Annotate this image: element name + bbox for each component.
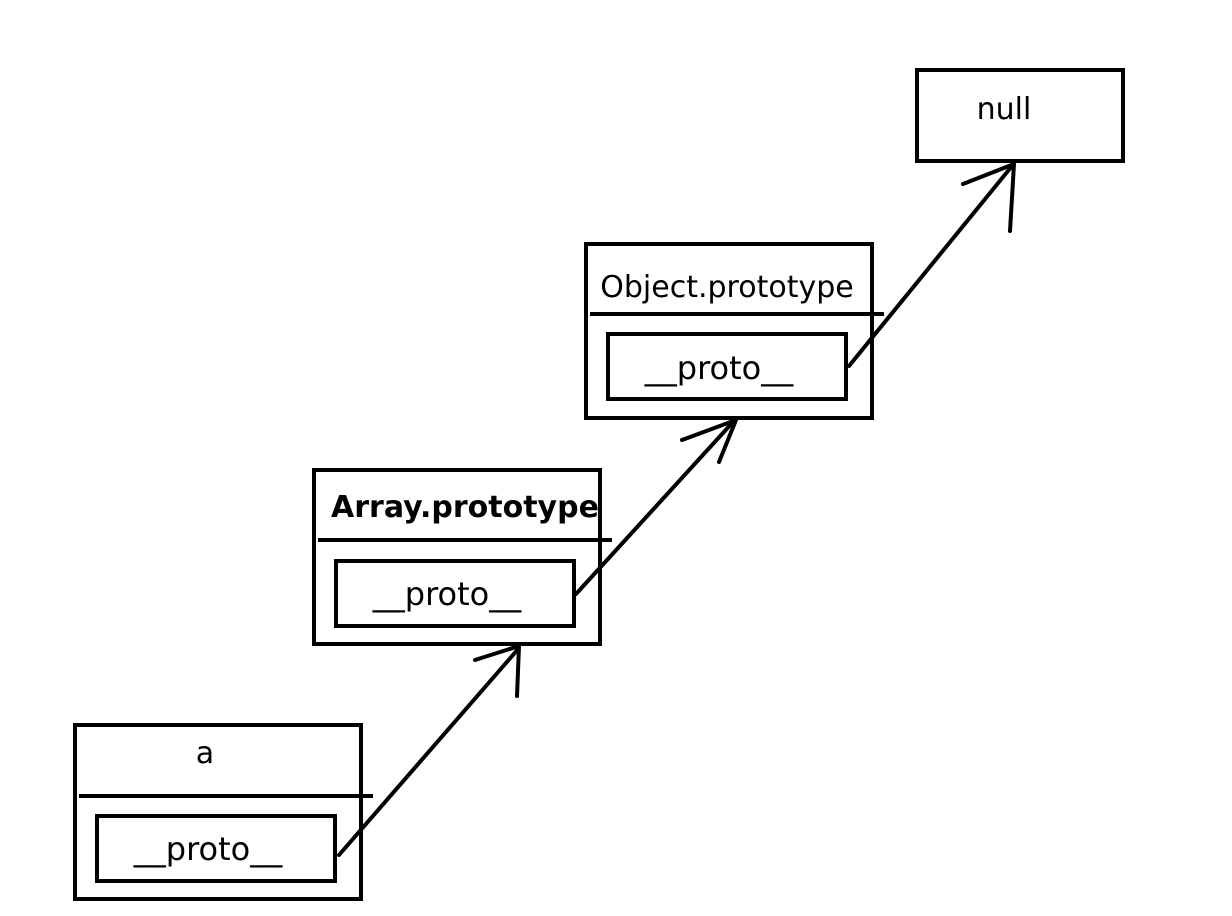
node-array-prototype-proto-label: __proto__ bbox=[372, 575, 522, 613]
node-null-title: null bbox=[977, 92, 1032, 127]
node-array-prototype-title: Array.prototype bbox=[331, 490, 599, 525]
node-object-prototype-box bbox=[584, 242, 874, 420]
node-array-prototype-proto-slot bbox=[334, 559, 576, 628]
node-a-title: a bbox=[196, 736, 214, 771]
node-object-prototype-proto-slot bbox=[606, 332, 848, 401]
arrowhead-icon bbox=[961, 162, 1016, 233]
node-array-prototype: Array.prototype __proto__ bbox=[312, 468, 612, 646]
node-object-prototype-title: Object.prototype bbox=[600, 270, 853, 305]
node-array-prototype-box bbox=[312, 468, 602, 646]
arrowhead-icon bbox=[680, 418, 738, 464]
node-null-box bbox=[915, 68, 1125, 163]
node-a: a __proto__ bbox=[73, 723, 373, 901]
node-object-prototype: Object.prototype __proto__ bbox=[584, 242, 884, 420]
edge-array-prototype-to-object-prototype-line bbox=[574, 420, 735, 596]
edge-array-prototype-to-object-prototype bbox=[574, 418, 738, 596]
node-a-proto-label: __proto__ bbox=[133, 830, 283, 868]
node-object-prototype-proto-label: __proto__ bbox=[644, 349, 794, 387]
node-a-box bbox=[73, 723, 363, 901]
edge-object-prototype-to-null-line bbox=[847, 164, 1014, 368]
edge-object-prototype-to-null bbox=[847, 162, 1016, 368]
edge-a-to-array-prototype bbox=[337, 644, 521, 857]
arrowhead-icon bbox=[473, 644, 521, 698]
node-null: null bbox=[915, 68, 1125, 163]
edge-a-to-array-prototype-line bbox=[337, 646, 521, 857]
node-a-proto-slot bbox=[95, 814, 337, 883]
